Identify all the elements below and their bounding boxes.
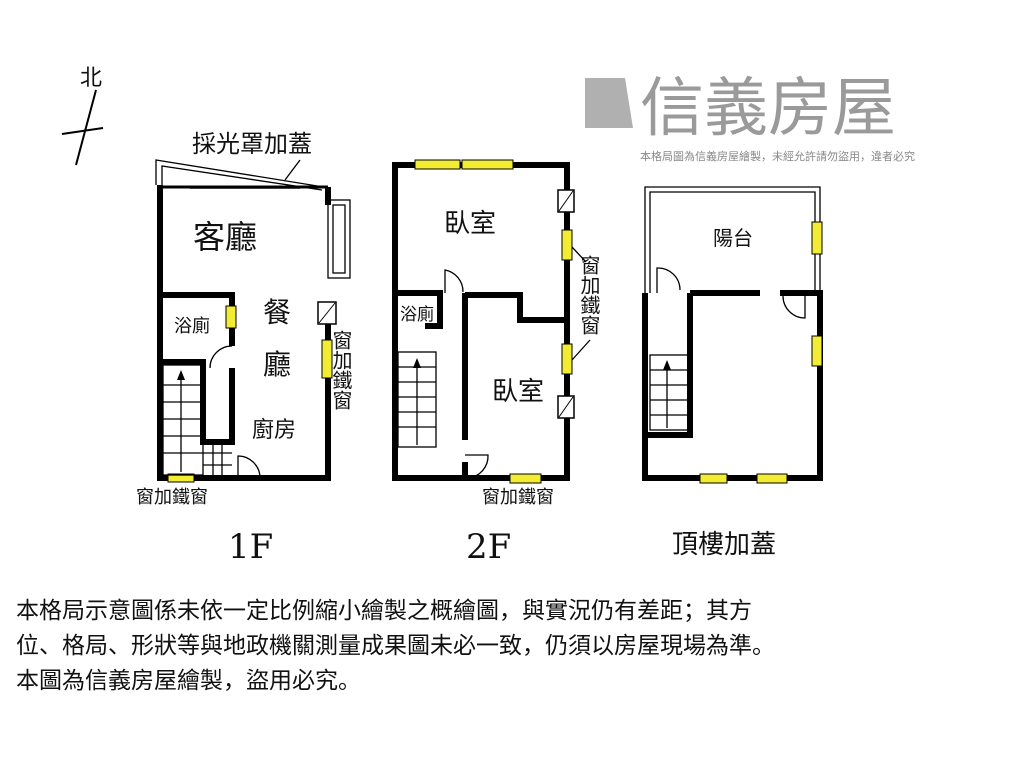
room-living: 客廳 (193, 218, 257, 256)
disclaimer-line: 本圖為信義房屋繪製，盜用必究。 (16, 668, 361, 694)
room-kitchen: 廚房 (252, 418, 296, 443)
disclaimer-line: 本格局示意圖係未依一定比例縮小繪製之概繪圖，與實況仍有差距；其方 (16, 598, 752, 624)
watermark-logo (585, 78, 633, 128)
floor-2f: 臥室 浴廁 臥室 窗加鐵窗 窗加鐵窗 2F (392, 159, 601, 567)
annotation-iron-window-2f-side: 窗加鐵窗 (577, 255, 601, 335)
annotation-iron-window-1f-bottom: 窗加鐵窗 (136, 487, 208, 508)
room-balcony: 陽台 (713, 226, 753, 250)
stairs-2f (397, 351, 437, 448)
disclaimer-line: 位、格局、形狀等與地政機關測量成果圖未必一致，仍須以房屋現場為準。 (16, 633, 775, 659)
room-dining-2: 廳 (263, 348, 291, 381)
room-bedroom-2f-2: 臥室 (492, 377, 544, 407)
watermark-notice: 本格局圖為信義房屋繪製，未經允許請勿盜用，違者必究 (640, 149, 915, 163)
room-dining-1: 餐 (263, 296, 291, 329)
annotation-iron-window-2f-bottom: 窗加鐵窗 (482, 487, 554, 508)
watermark: 信義房屋 本格局圖為信義房屋繪製，未經允許請勿盜用，違者必究 (585, 72, 915, 163)
stairs-rooftop (649, 354, 689, 431)
north-arrow-icon: 北 (61, 66, 104, 166)
watermark-brand: 信義房屋 (640, 72, 896, 146)
compass-label: 北 (80, 66, 102, 91)
annotation-iron-window-1f-side: 窗加鐵窗 (329, 330, 353, 410)
disclaimer: 本格局示意圖係未依一定比例縮小繪製之概繪圖，與實況仍有差距；其方 位、格局、形狀… (16, 594, 1016, 699)
floor-1f: 客廳 餐 廳 浴廁 廚房 採光罩加蓋 窗加鐵窗 窗加鐵窗 1F (136, 130, 353, 567)
room-bath-2f: 浴廁 (400, 304, 434, 325)
floor-rooftop: 陽台 頂樓加蓋 (642, 186, 823, 560)
annotation-skylight: 採光罩加蓋 (192, 130, 312, 158)
floor-label-rooftop: 頂樓加蓋 (672, 530, 776, 560)
room-bath-1f: 浴廁 (174, 315, 210, 337)
floor-label-2f: 2F (466, 527, 511, 567)
stairs-1f (162, 364, 232, 476)
floor-label-1f: 1F (228, 527, 273, 567)
room-bedroom-2f-1: 臥室 (444, 209, 496, 239)
